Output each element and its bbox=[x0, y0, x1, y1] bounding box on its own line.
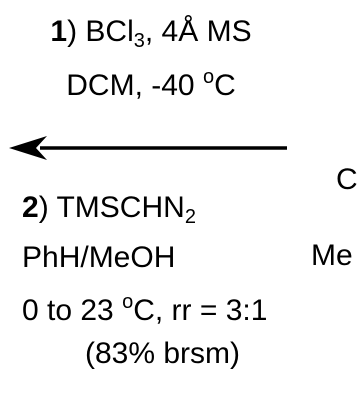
step2-number: 2 bbox=[22, 191, 39, 224]
step2-yield: (83% brsm) bbox=[84, 337, 241, 370]
step2-line1: 2) TMSCHN2 bbox=[22, 191, 196, 228]
step2-solvent: PhH/MeOH bbox=[22, 241, 176, 274]
arrow-head bbox=[9, 136, 47, 160]
cutoff-fragment-1: C bbox=[336, 163, 357, 196]
cutoff-fragment-2: Me bbox=[311, 239, 353, 272]
step2-temperature: 0 to 23 oC, rr = 3:1 bbox=[22, 291, 268, 327]
step1-line2: DCM, -40 oC bbox=[66, 66, 236, 102]
step1-line1: 1) BCl3, 4Å MS bbox=[50, 15, 252, 52]
step1-number: 1 bbox=[50, 15, 68, 48]
